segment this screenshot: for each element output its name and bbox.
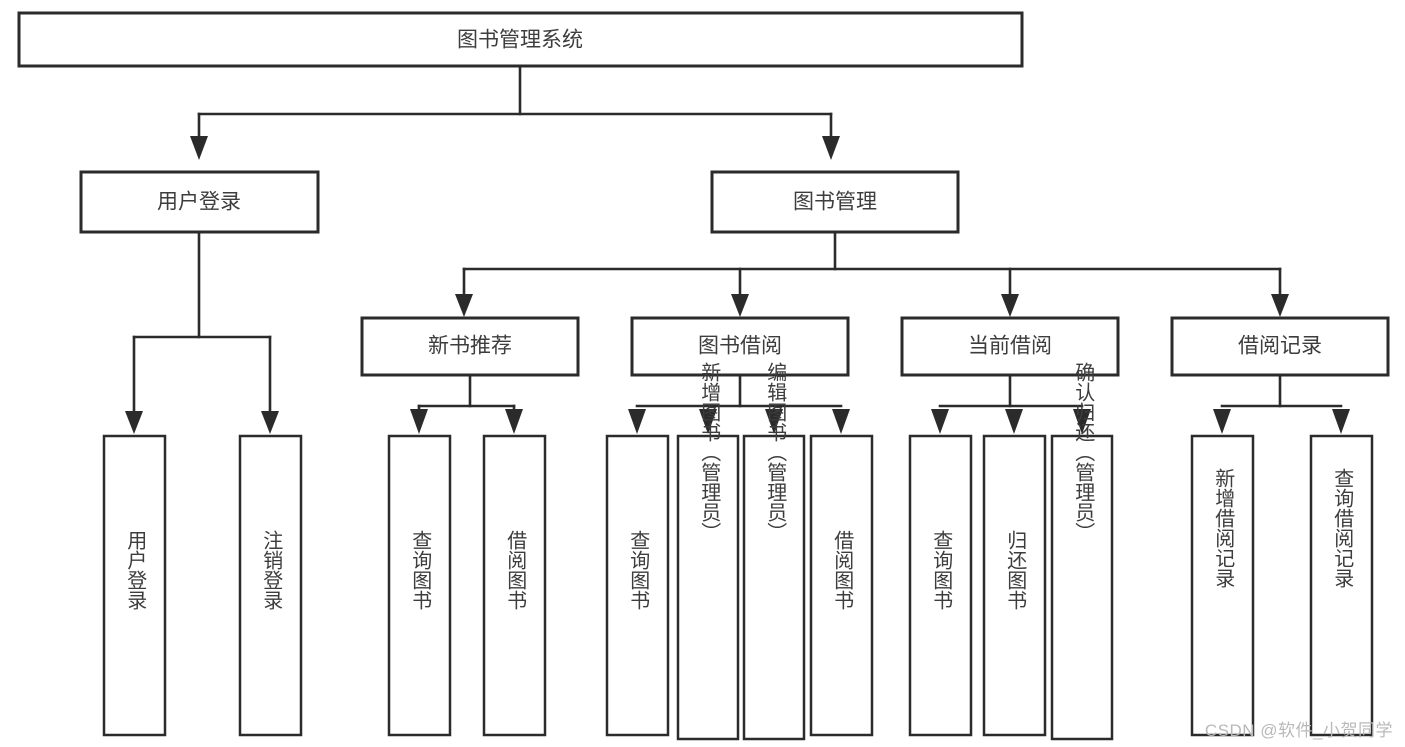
node-borrow-record[interactable]: 借阅记录 [1170,316,1390,377]
leaf-query-book-1[interactable]: 查询图书 [387,434,452,737]
leaf-query-book-3-label: 查询图书 [930,530,953,610]
arrow-head-add-record [1213,409,1231,434]
node-new-book-rec-label: 新书推荐 [428,335,512,358]
leaf-add-book[interactable]: 新增图书（管理员） [676,362,740,741]
connector-root-to-level1 [190,64,840,160]
leaf-return-book-label: 归还图书 [1004,530,1027,610]
leaf-add-record[interactable]: 新增借阅记录 [1190,434,1255,737]
leaf-confirm-return-box [1050,434,1114,741]
leaf-query-book-3-box [908,434,973,737]
leaf-user-logout-box [238,434,303,737]
leaf-query-book-1-label: 查询图书 [409,530,432,610]
leaf-borrow-book-1-box [482,434,547,737]
leaf-user-login-box [102,434,167,737]
arrow-head-book-manage [822,136,840,160]
node-book-borrow-box [630,316,850,377]
connector-borrow-record-to-leaves [1213,373,1350,434]
arrow-head-add-book [699,409,717,434]
node-user-login-label: 用户登录 [157,191,241,214]
arrow-head-new-book-rec [455,294,473,317]
leaf-confirm-return[interactable]: 确认归还（管理员） [1050,362,1114,741]
leaf-borrow-book-2-label: 借阅图书 [831,530,854,610]
leaf-borrow-book-2[interactable]: 借阅图书 [809,434,874,737]
arrow-head-borrow-record [1271,294,1289,317]
connector-current-borrow-to-leaves [931,373,1091,434]
leaf-user-login-label: 用户登录 [124,530,147,610]
leaf-edit-book-box [742,434,806,741]
arrow-head-leaf-user-login [125,411,143,434]
leaf-query-record-label: 查询借阅记录 [1331,468,1354,588]
node-current-borrow-label: 当前借阅 [968,335,1052,358]
leaf-return-book-box [982,434,1047,737]
connector-book-manage-to-level2 [455,230,1289,317]
node-borrow-record-label: 借阅记录 [1238,335,1322,358]
leaf-add-record-label: 新增借阅记录 [1212,468,1235,588]
leaf-query-book-2-box [605,434,670,737]
arrow-head-user-login [190,136,208,160]
leaf-return-book[interactable]: 归还图书 [982,434,1047,737]
arrow-head-current-borrow [1001,294,1019,317]
arrow-head-borrow-book-1 [505,409,523,434]
connector-book-borrow-to-leaves [628,373,850,434]
node-book-manage[interactable]: 图书管理 [710,170,960,234]
arrow-head-confirm-return [1073,409,1091,434]
leaf-add-book-box [676,434,740,741]
arrow-head-query-book-3 [931,409,949,434]
leaf-edit-book[interactable]: 编辑图书（管理员） [742,362,806,741]
node-user-login[interactable]: 用户登录 [79,170,320,234]
node-new-book-rec[interactable]: 新书推荐 [360,316,580,377]
arrow-head-book-borrow [731,294,749,317]
node-current-borrow-box [900,316,1120,377]
node-book-borrow[interactable]: 图书借阅 [630,316,850,377]
leaf-add-record-box [1190,434,1255,737]
leaf-user-login[interactable]: 用户登录 [102,434,167,737]
node-book-borrow-label: 图书借阅 [698,335,782,358]
leaf-confirm-return-label: 确认归还（管理员） [1072,362,1095,542]
leaf-query-book-2[interactable]: 查询图书 [605,434,670,737]
connector-user-login-to-leaves [125,230,279,434]
leaf-user-logout-label: 注销登录 [260,530,283,610]
leaf-query-book-1-box [387,434,452,737]
node-root[interactable]: 图书管理系统 [17,11,1024,68]
node-book-manage-label: 图书管理 [793,191,877,214]
node-new-book-rec-box [360,316,580,377]
node-root-box [17,11,1024,68]
arrow-head-leaf-user-logout [261,411,279,434]
arrow-head-query-book-1 [410,409,428,434]
leaf-borrow-book-2-box [809,434,874,737]
node-root-label: 图书管理系统 [457,29,583,52]
arrow-head-query-record [1332,409,1350,434]
leaf-query-book-2-label: 查询图书 [627,530,650,610]
connector-new-book-rec-to-leaves [410,373,523,434]
node-current-borrow[interactable]: 当前借阅 [900,316,1120,377]
arrow-head-return-book [1005,409,1023,434]
leaf-add-book-label: 新增图书（管理员） [698,362,721,542]
arrow-head-borrow-book-2 [832,409,850,434]
leaf-query-book-3[interactable]: 查询图书 [908,434,973,737]
leaf-query-record[interactable]: 查询借阅记录 [1309,434,1374,737]
arrow-head-query-book-2 [628,409,646,434]
arrow-head-edit-book [765,409,783,434]
leaf-edit-book-label: 编辑图书（管理员） [764,362,787,542]
leaf-user-logout[interactable]: 注销登录 [238,434,303,737]
leaf-query-record-box [1309,434,1374,737]
leaf-borrow-book-1-label: 借阅图书 [504,530,527,610]
node-book-manage-box [710,170,960,234]
leaf-borrow-book-1[interactable]: 借阅图书 [482,434,547,737]
